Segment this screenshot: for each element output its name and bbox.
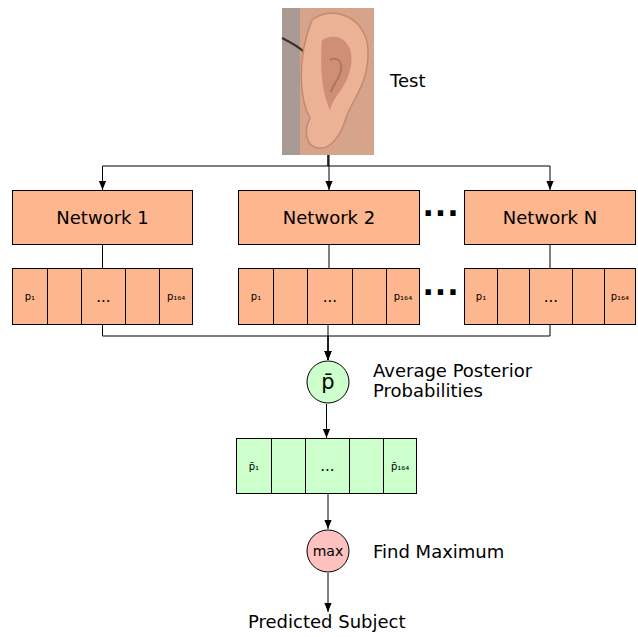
- vector-cell: p₁₆₄: [387, 269, 419, 324]
- connector: [102, 245, 103, 268]
- max-circle: max: [306, 529, 350, 573]
- photo-skin: [300, 8, 374, 155]
- vector-cell: [350, 439, 384, 493]
- output-text: Predicted Subject: [248, 612, 408, 632]
- vector-cell: [48, 269, 82, 324]
- vector-cell: p̄₁₆₄: [384, 439, 416, 493]
- probability-label: p̄₁: [249, 461, 259, 472]
- connector: [328, 494, 329, 529]
- probability-vector: p₁... p₁₆₄: [238, 268, 420, 325]
- ear-inner: [321, 37, 351, 110]
- network-label: Network 2: [283, 207, 375, 228]
- probability-label: p₁₆₄: [611, 291, 629, 302]
- circle-label: max: [313, 543, 344, 559]
- network-box: Network 2: [238, 190, 420, 245]
- ellipsis-dots: ···: [420, 278, 462, 308]
- probability-vector: p₁... p₁₆₄: [12, 268, 193, 325]
- vector-cell: [272, 439, 306, 493]
- vector-cell: ...: [308, 269, 353, 324]
- ear-fold: [330, 59, 341, 92]
- test-image: Test: [282, 8, 374, 155]
- step-label: Average Posterior Probabilities: [373, 361, 588, 401]
- connector: [326, 404, 327, 438]
- vector-cell: [498, 269, 530, 324]
- connector: [328, 325, 550, 360]
- circle-shape: [307, 530, 349, 572]
- network-box: Network N: [464, 190, 636, 245]
- probability-vector: p₁... p₁₆₄: [464, 268, 636, 325]
- average-circle: p̄: [306, 360, 350, 404]
- vector-cell: ...: [82, 269, 127, 324]
- vector-cell: ...: [306, 439, 351, 493]
- ellipsis: ...: [96, 288, 110, 306]
- probability-label: p₁₆₄: [167, 291, 185, 302]
- network-label: Network N: [503, 207, 597, 228]
- vector-cell: ...: [530, 269, 572, 324]
- circle-label: p̄: [321, 370, 334, 394]
- ellipsis-dots: ···: [420, 199, 462, 229]
- hair-strand: [282, 38, 304, 52]
- connector: [328, 573, 329, 612]
- probability-label: p₁₆₄: [394, 291, 412, 302]
- vector-cell: p₁₆₄: [160, 269, 192, 324]
- vector-cell: p₁: [239, 269, 274, 324]
- output-label: Predicted Subject: [248, 612, 408, 632]
- probability-label: p₁: [25, 291, 35, 302]
- photo-background: [282, 8, 374, 155]
- vector-cell: p₁: [13, 269, 48, 324]
- probability-label: p₁: [476, 291, 486, 302]
- connector: [329, 155, 330, 190]
- ear-outline: [301, 13, 368, 148]
- connector: [550, 245, 551, 268]
- connector: [103, 155, 329, 190]
- vector-cell: [126, 269, 160, 324]
- vector-cell: [573, 269, 605, 324]
- probability-label: p₁: [251, 291, 261, 302]
- circle-shape: [307, 361, 349, 403]
- probability-label: p̄₁₆₄: [391, 461, 409, 472]
- vector-cell: p₁: [465, 269, 498, 324]
- connector: [328, 155, 550, 190]
- vector-cell: p₁₆₄: [605, 269, 635, 324]
- connector: [103, 325, 329, 360]
- step-label: Find Maximum: [373, 542, 504, 562]
- network-label: Network 1: [56, 207, 148, 228]
- vector-cell: [274, 269, 308, 324]
- vector-cell: [353, 269, 387, 324]
- ellipsis: ...: [544, 288, 558, 306]
- connector: [329, 245, 330, 268]
- network-box: Network 1: [12, 190, 193, 245]
- vector-cell: p̄₁: [237, 439, 272, 493]
- ellipsis: ...: [320, 457, 334, 475]
- ellipsis: ...: [323, 288, 337, 306]
- image-label: Test: [390, 70, 425, 92]
- average-vector: p̄₁... p̄₁₆₄: [236, 438, 417, 494]
